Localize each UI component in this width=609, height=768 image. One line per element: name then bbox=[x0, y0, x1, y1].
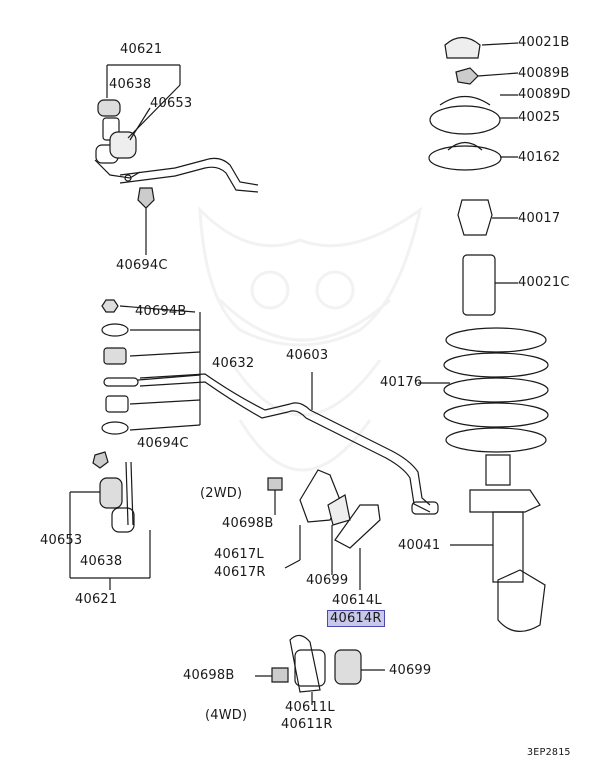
label-40017: 40017 bbox=[518, 211, 561, 226]
label-40694b: 40694B bbox=[135, 304, 187, 319]
diagram-code: 3EP2815 bbox=[527, 747, 571, 758]
label-40611l: 40611L bbox=[285, 700, 335, 715]
bracket-2wd bbox=[268, 470, 380, 590]
bump-stop bbox=[458, 200, 518, 235]
label-40699-mid: 40699 bbox=[306, 573, 349, 588]
label-40638-top: 40638 bbox=[109, 77, 152, 92]
label-40617r: 40617R bbox=[214, 565, 266, 580]
label-40632: 40632 bbox=[212, 356, 255, 371]
label-40694c-top: 40694C bbox=[116, 258, 168, 273]
label-40176: 40176 bbox=[380, 375, 423, 390]
lower-link-assembly bbox=[70, 452, 150, 590]
coil-spring bbox=[418, 328, 548, 452]
label-40021b: 40021B bbox=[518, 35, 570, 50]
label-40162: 40162 bbox=[518, 150, 561, 165]
label-40611r: 40611R bbox=[281, 717, 333, 732]
label-40021c: 40021C bbox=[518, 275, 570, 290]
stabilizer-bar bbox=[140, 372, 438, 514]
label-40089b: 40089B bbox=[518, 66, 570, 81]
watermark-logo bbox=[200, 210, 420, 470]
note-2wd: (2WD) bbox=[200, 486, 243, 501]
label-40653-bot: 40653 bbox=[40, 533, 83, 548]
dust-boot bbox=[463, 255, 518, 315]
label-40621-bot: 40621 bbox=[75, 592, 118, 607]
label-40698b-mid: 40698B bbox=[222, 516, 274, 531]
label-40621-top: 40621 bbox=[120, 42, 163, 57]
label-40617l: 40617L bbox=[214, 547, 264, 562]
label-40699-bot: 40699 bbox=[389, 663, 432, 678]
label-40653-top: 40653 bbox=[150, 96, 193, 111]
label-40638-bot: 40638 bbox=[80, 554, 123, 569]
upper-link-assembly bbox=[95, 65, 258, 255]
strut-top-parts bbox=[429, 38, 518, 171]
note-4wd: (4WD) bbox=[205, 708, 248, 723]
label-40041: 40041 bbox=[398, 538, 441, 553]
label-40025: 40025 bbox=[518, 110, 561, 125]
bushing-stack bbox=[102, 300, 200, 434]
label-40603: 40603 bbox=[286, 348, 329, 363]
label-40694c-mid: 40694C bbox=[137, 436, 189, 451]
label-40614r-highlighted[interactable]: 40614R bbox=[327, 610, 385, 627]
strut-body bbox=[450, 455, 545, 631]
label-40698b-bot: 40698B bbox=[183, 668, 235, 683]
label-40089d: 40089D bbox=[518, 87, 571, 102]
bracket-4wd bbox=[255, 635, 385, 705]
label-40614l: 40614L bbox=[332, 593, 382, 608]
